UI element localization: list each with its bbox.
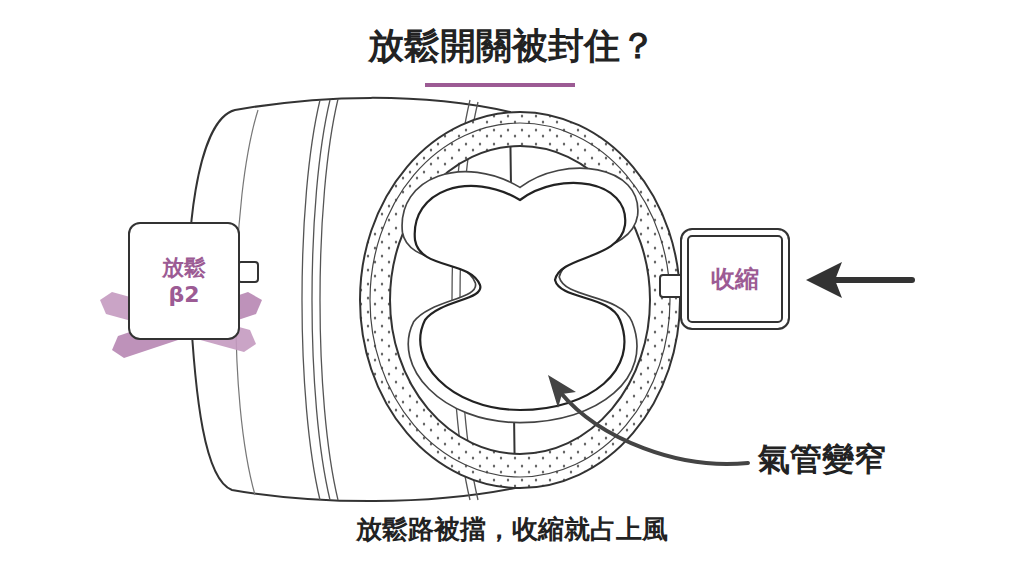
push-arrow [835, 277, 912, 283]
narrowing-label: 氣管變窄 [758, 438, 886, 482]
mucosa-fold [402, 168, 638, 422]
narrow-lumen [415, 183, 626, 410]
push-arrowhead [806, 262, 842, 298]
airway-wall-line [370, 123, 670, 477]
contract-switch: 收縮 [680, 228, 790, 330]
switch-stem [238, 262, 258, 282]
airway-wall [360, 112, 680, 488]
switch-label: 收縮 [711, 264, 759, 294]
relax-switch: 放鬆 β2 [128, 222, 240, 340]
caption: 放鬆路被擋，收縮就占上風 [356, 512, 668, 547]
title-underline [425, 83, 575, 87]
leader-arrowhead [548, 375, 576, 408]
switch-label: 放鬆 β2 [159, 254, 209, 309]
title: 放鬆開關被封住？ [368, 22, 656, 71]
leader-arrow [560, 392, 748, 464]
